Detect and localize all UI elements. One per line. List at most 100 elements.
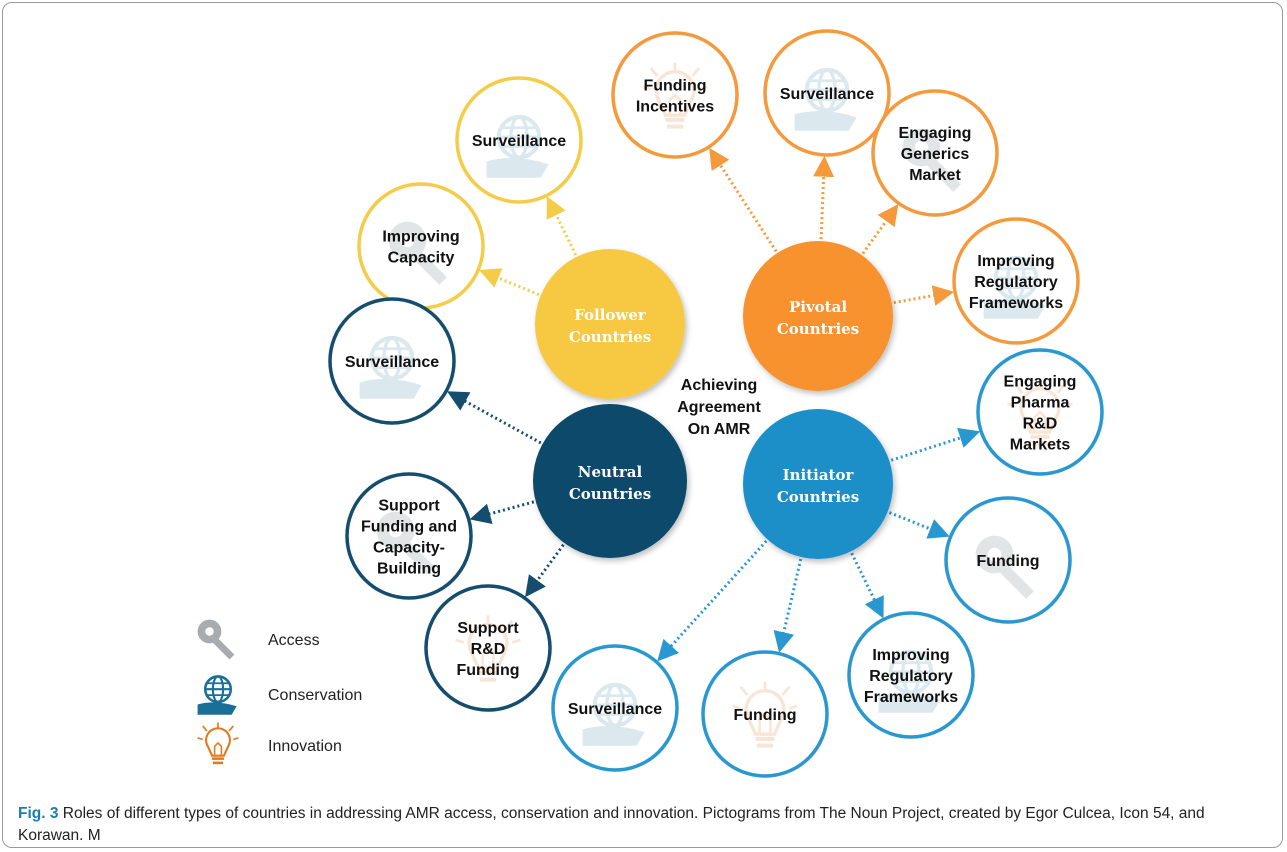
lightbulb-icon (1007, 379, 1073, 446)
node-label: Pharma (1011, 395, 1070, 412)
arrow-initiator-2 (850, 552, 884, 619)
arrow-follower-0 (479, 268, 540, 297)
arrow-pivotal-1 (813, 155, 835, 240)
arrow-pivotal-3 (893, 285, 955, 306)
globe-hand-icon (359, 335, 422, 399)
node-label: Support (378, 498, 440, 515)
node-initiator-3: Funding (701, 650, 829, 778)
arrows-layer (447, 147, 981, 662)
hub-label: Countries (569, 328, 651, 346)
hub-label: Countries (777, 488, 859, 506)
node-label: Regulatory (974, 274, 1058, 291)
nodes-layer: ImprovingCapacitySurveillanceFundingInce… (328, 29, 1104, 778)
hub-circle (535, 249, 685, 399)
node-label: Surveillance (472, 133, 566, 150)
node-label: Funding and (361, 519, 457, 536)
node-label: Market (909, 167, 961, 184)
arrow-initiator-4 (657, 540, 768, 662)
center-label-line: Achieving (681, 377, 757, 394)
arrow-initiator-0 (890, 427, 981, 462)
node-label: Improving (872, 647, 949, 664)
node-circle (763, 29, 891, 157)
node-label: R&D (471, 641, 506, 658)
node-label: Capacity (388, 250, 455, 267)
hub-label: Countries (777, 320, 859, 338)
globe-hand-icon (878, 649, 941, 713)
lightbulb-icon (732, 681, 798, 748)
node-circle (424, 584, 552, 712)
node-initiator-4: Surveillance (551, 644, 679, 772)
arrow-pivotal-2 (861, 204, 899, 255)
key-icon (975, 535, 1034, 599)
globe-hand-icon (197, 675, 237, 715)
hub-label: Pivotal (789, 298, 847, 316)
node-circle (611, 31, 739, 159)
node-label: Building (377, 561, 441, 578)
hub-label: Initiator (783, 466, 855, 484)
node-label: Surveillance (780, 86, 874, 103)
node-label: Capacity- (373, 540, 445, 557)
node-neutral-0: Surveillance (328, 297, 456, 425)
node-initiator-1: Funding (944, 496, 1072, 624)
legend-label-conservation: Conservation (268, 687, 363, 704)
lightbulb-icon (197, 722, 239, 765)
caption-text: Roles of different types of countries in… (18, 805, 1205, 844)
node-label: Improving (382, 229, 459, 246)
node-label: Funding (976, 553, 1039, 570)
figure-caption: Fig. 3 Roles of different types of count… (18, 803, 1270, 847)
arrow-neutral-2 (525, 543, 565, 598)
arrow-follower-1 (546, 196, 578, 256)
node-label: Support (457, 620, 519, 637)
globe-hand-icon (983, 255, 1046, 319)
node-circle (847, 611, 975, 739)
node-circle (551, 644, 679, 772)
node-circle (871, 89, 999, 217)
node-circle (455, 76, 583, 204)
node-circle (328, 297, 456, 425)
arrow-neutral-0 (447, 391, 542, 445)
key-icon (376, 511, 435, 575)
globe-hand-icon (794, 67, 857, 131)
node-circle (701, 650, 829, 778)
node-label: Funding (733, 707, 796, 724)
hub-circle (743, 409, 893, 559)
hub-label: Follower (574, 306, 647, 324)
node-label: Improving (977, 253, 1054, 270)
node-label: Generics (901, 146, 970, 163)
caption-fig-label: Fig. 3 (18, 805, 59, 822)
hub-label: Countries (569, 485, 651, 503)
node-label: Funding (456, 662, 519, 679)
node-label: Engaging (1004, 374, 1077, 391)
arrow-initiator-1 (888, 511, 950, 539)
node-label: R&D (1023, 416, 1058, 433)
node-label: Markets (1010, 437, 1071, 454)
node-label: Regulatory (869, 668, 953, 685)
node-circle (944, 496, 1072, 624)
node-label: Surveillance (568, 701, 662, 718)
node-circle (345, 472, 473, 600)
node-label: Funding (643, 78, 706, 95)
lightbulb-icon (642, 62, 708, 129)
key-icon (902, 128, 961, 192)
node-label: Engaging (899, 125, 972, 142)
node-circle (976, 348, 1104, 476)
hub-circle (533, 404, 687, 558)
globe-hand-icon (486, 114, 549, 178)
arrow-initiator-3 (773, 558, 803, 653)
hub-label: Neutral (578, 463, 643, 481)
hub-circle (743, 241, 893, 391)
node-label: Surveillance (345, 354, 439, 371)
